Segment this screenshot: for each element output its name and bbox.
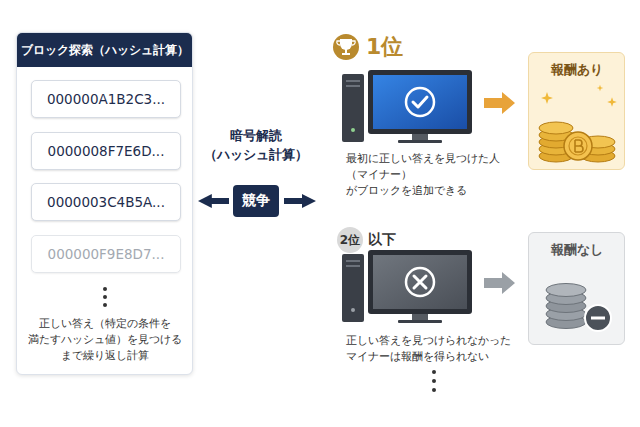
panel-heading: ブロック探索（ハッシュ計算） bbox=[17, 33, 192, 67]
monitor-stand bbox=[412, 134, 428, 140]
computer-tower bbox=[342, 74, 364, 142]
rank-number: 2位 bbox=[337, 227, 363, 253]
trophy-handle bbox=[337, 41, 340, 45]
check-circle bbox=[406, 88, 434, 116]
tower-vent bbox=[346, 260, 360, 262]
computer-tower bbox=[342, 254, 364, 322]
no-reward-arrow bbox=[484, 272, 515, 294]
right-arrow bbox=[284, 194, 316, 208]
trophy-stem bbox=[345, 49, 347, 53]
ellipsis-dot bbox=[103, 287, 107, 291]
monitor-frame bbox=[368, 250, 472, 314]
panel-box: ブロック探索（ハッシュ計算） 正しい答え（特定の条件を 満たすハッシュ値）を見つけ… bbox=[16, 32, 193, 375]
rank-circle: 2位 bbox=[337, 227, 363, 253]
trophy-base bbox=[342, 53, 350, 55]
hash-box: 0000003C4B5A... bbox=[31, 183, 181, 221]
no-reward-box: 報酬なし bbox=[528, 232, 625, 345]
grey-coin bbox=[546, 292, 586, 305]
bitcoin-coin bbox=[564, 132, 592, 160]
grey-coin bbox=[546, 284, 586, 297]
hash-value: 000000F9E8D7... bbox=[32, 236, 180, 272]
grey-coin bbox=[546, 316, 586, 329]
minus-badge bbox=[585, 305, 611, 331]
check-mark bbox=[413, 97, 427, 107]
ellipsis-dot bbox=[432, 370, 436, 374]
grey-coin bbox=[546, 300, 586, 313]
gold-coin bbox=[581, 143, 615, 155]
gold-coin bbox=[539, 129, 573, 141]
sparkle bbox=[607, 97, 617, 107]
reward-title: 報酬なし bbox=[529, 241, 624, 259]
tower-vent bbox=[346, 80, 360, 82]
gold-coin bbox=[539, 150, 573, 162]
trophy-badge bbox=[333, 34, 359, 60]
hash-box: 0000008F7E6D... bbox=[31, 132, 181, 170]
monitor-screen bbox=[373, 255, 467, 309]
hash-value: 000000A1B2C3... bbox=[32, 81, 180, 117]
tower-vent bbox=[346, 265, 360, 267]
rank-title: 1位 bbox=[366, 32, 403, 62]
gold-coin bbox=[581, 150, 615, 162]
hash-value: 0000008F7E6D... bbox=[32, 133, 180, 169]
monitor-base bbox=[398, 320, 442, 323]
tower-vent bbox=[346, 85, 360, 87]
hash-box: 000000F9E8D7... bbox=[31, 235, 181, 273]
monitor-screen bbox=[373, 75, 467, 129]
gold-coin bbox=[539, 143, 573, 155]
ellipsis-dot bbox=[103, 303, 107, 307]
panel-note: 正しい答え（特定の条件を 満たすハッシュ値）を見つける まで繰り返し計算 bbox=[23, 316, 186, 364]
connector-arrow bbox=[209, 198, 229, 204]
grey-coin bbox=[546, 308, 586, 321]
process-caption: 暗号解読 （ハッシュ計算） bbox=[196, 127, 316, 165]
gold-coin bbox=[539, 136, 573, 148]
competition-box: 競争 bbox=[233, 185, 279, 217]
reward-title: 報酬あり bbox=[529, 61, 624, 79]
bitcoin-symbol bbox=[575, 140, 583, 152]
gold-coin bbox=[539, 122, 573, 134]
cross-mark bbox=[414, 276, 426, 288]
rank-title: 以下 bbox=[368, 231, 396, 249]
sparkle bbox=[541, 92, 553, 104]
competition-label: 競争 bbox=[233, 185, 279, 217]
power-light bbox=[351, 128, 355, 132]
cross-circle bbox=[406, 268, 434, 296]
power-light bbox=[351, 308, 355, 312]
circle-shape bbox=[337, 227, 363, 253]
monitor-frame bbox=[368, 70, 472, 134]
ellipsis-dot bbox=[432, 379, 436, 383]
minus-sign bbox=[591, 317, 605, 320]
description-note: 正しい答えを見つけられなかった マイナーは報酬を得られない bbox=[346, 333, 528, 365]
trophy-handle bbox=[352, 41, 355, 45]
monitor-stand bbox=[412, 314, 428, 320]
monitor-base bbox=[398, 140, 442, 143]
description-note: 最初に正しい答えを見つけた人 （マイナー）がブロックを追加できる bbox=[346, 151, 528, 198]
sparkle bbox=[597, 85, 604, 92]
reward-box: 報酬あり bbox=[528, 52, 625, 170]
ellipsis-dot bbox=[103, 295, 107, 299]
hash-box: 000000A1B2C3... bbox=[31, 80, 181, 118]
bitcoin-coin-rim bbox=[569, 137, 587, 155]
reward-arrow bbox=[484, 92, 515, 114]
hash-value: 0000003C4B5A... bbox=[32, 184, 180, 220]
gold-coin bbox=[581, 136, 615, 148]
ellipsis-dot bbox=[432, 388, 436, 392]
trophy-cup bbox=[340, 39, 352, 50]
